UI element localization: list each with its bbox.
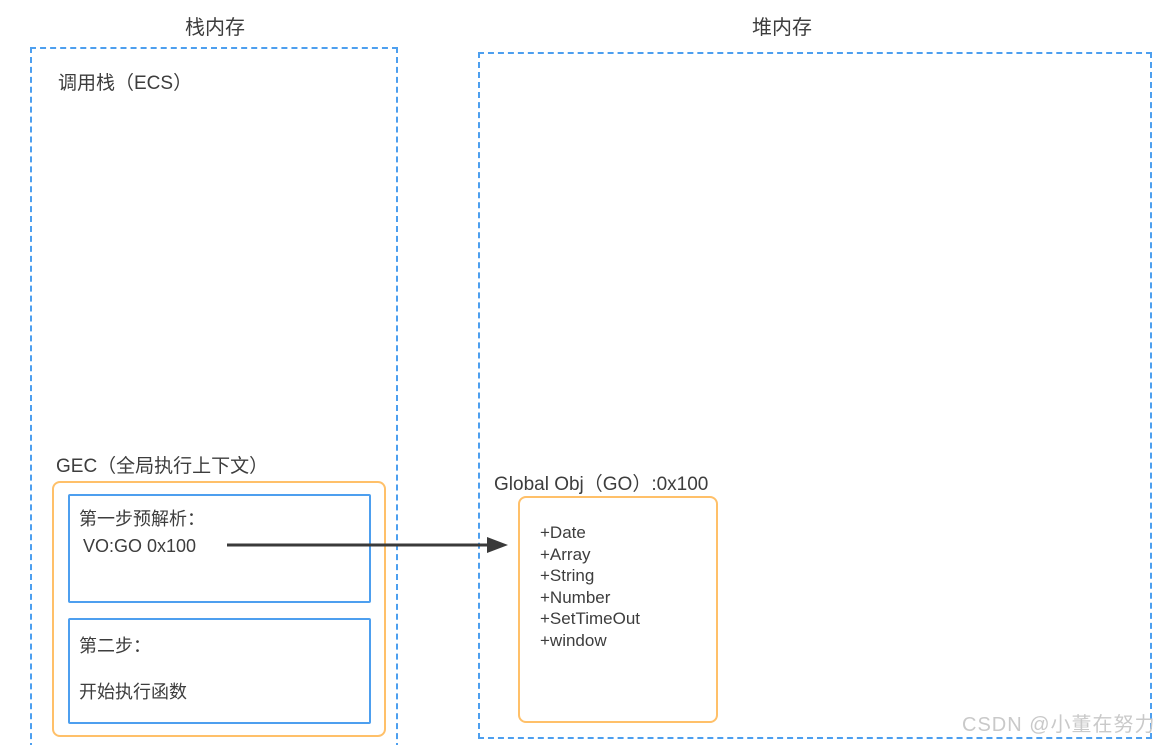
global-obj-property-list: +Date +Array +String +Number +SetTimeOut… [540,522,640,652]
step1-value: VO:GO 0x100 [83,536,197,556]
step2-title: 第二步： [79,636,151,656]
stack-memory-region [30,47,398,745]
go-property: +String [540,566,595,586]
step2-value: 开始执行函数 [79,682,187,702]
step1-title: 第一步预解析： [79,509,205,529]
heap-memory-region [478,52,1152,739]
call-stack-label: 调用栈（ECS） [58,73,193,94]
step1-box [68,494,371,603]
global-obj-box [518,496,718,723]
stack-memory-title: 栈内存 [185,17,245,39]
go-property: +window [540,630,607,650]
go-property: +Number [540,587,611,607]
step2-box [68,618,371,724]
gec-label: GEC（全局执行上下文） [56,456,269,477]
go-property: +SetTimeOut [540,609,640,629]
watermark: CSDN @小董在努力 [962,714,1156,736]
heap-memory-title: 堆内存 [752,17,812,39]
go-property: +Date [540,523,586,542]
go-property: +Array [540,544,591,564]
global-obj-label: Global Obj（GO）:0x100 [494,474,709,495]
vo-to-go-arrow-icon [227,537,508,553]
